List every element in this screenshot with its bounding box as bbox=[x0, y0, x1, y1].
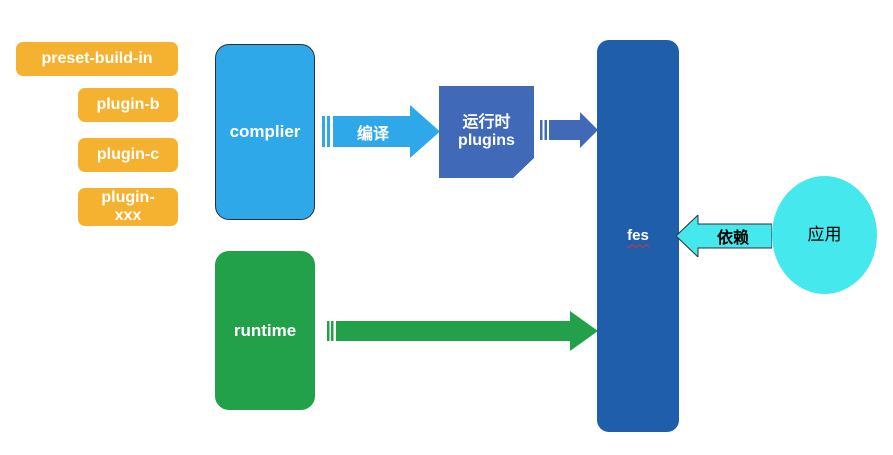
chip-plugin-xxx[interactable]: plugin- xxx bbox=[78, 188, 178, 226]
node-runtime-plugins-label: 运行时 plugins bbox=[458, 114, 515, 151]
node-complier-label: complier bbox=[229, 122, 301, 142]
node-runtime-plugins-line2: plugins bbox=[458, 132, 515, 149]
folded-corner-icon bbox=[513, 157, 534, 178]
chip-plugin-c-label: plugin-c bbox=[96, 145, 160, 163]
arrow-depend: 依赖 bbox=[676, 215, 772, 257]
node-runtime-plugins[interactable]: 运行时 plugins bbox=[439, 86, 534, 178]
arrow-plugins-to-fes bbox=[540, 112, 598, 148]
node-runtime-plugins-line1: 运行时 bbox=[462, 113, 511, 131]
chip-preset-build-in-label: preset-build-in bbox=[41, 49, 153, 67]
chip-preset-build-in[interactable]: preset-build-in bbox=[16, 42, 178, 76]
chip-plugin-xxx-line1: plugin- bbox=[101, 188, 155, 206]
arrow-runtime-to-fes bbox=[327, 311, 598, 351]
chip-plugin-b[interactable]: plugin-b bbox=[78, 88, 178, 122]
chip-plugin-c[interactable]: plugin-c bbox=[78, 138, 178, 172]
chip-plugin-xxx-line2: xxx bbox=[114, 207, 142, 224]
node-runtime-label: runtime bbox=[233, 320, 297, 340]
chip-plugin-b-label: plugin-b bbox=[96, 95, 160, 113]
arrow-compile: 编译 bbox=[322, 105, 440, 158]
node-fes-label: fes bbox=[627, 227, 649, 245]
node-complier[interactable]: complier bbox=[215, 44, 315, 220]
node-app-label: 应用 bbox=[807, 225, 842, 245]
node-runtime[interactable]: runtime bbox=[215, 251, 315, 410]
node-fes[interactable]: fes bbox=[597, 40, 679, 432]
chip-plugin-xxx-label: plugin- xxx bbox=[101, 189, 154, 226]
node-app[interactable]: 应用 bbox=[772, 176, 877, 294]
